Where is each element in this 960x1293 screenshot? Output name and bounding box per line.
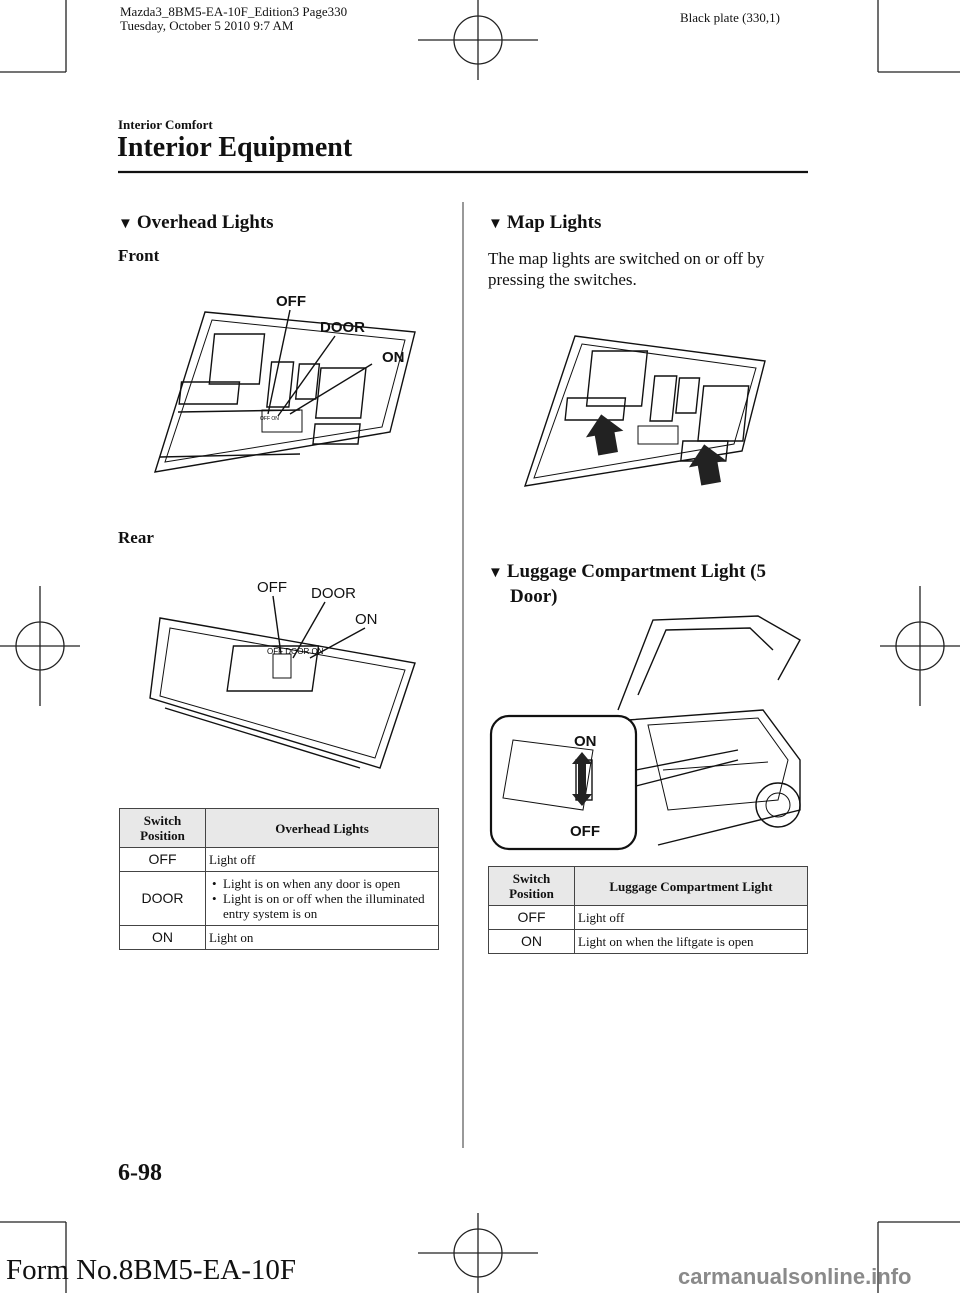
rear-callout-on: ON: [355, 611, 378, 628]
rear-overhead-light-illustration: OFF DOOR ON OFF DOOR ON: [149, 579, 416, 769]
front-overhead-light-illustration: OFF ON OFF DOOR ON: [153, 293, 416, 473]
print-header-date: Tuesday, October 5 2010 9:7 AM: [120, 18, 294, 33]
overhead-lights-heading: ▼Overhead Lights: [118, 212, 274, 233]
table-row: OFF Light off: [488, 905, 808, 930]
form-number: Form No.8BM5-EA-10F: [6, 1254, 297, 1286]
bullet-item: Light is on or off when the illuminated …: [212, 891, 435, 921]
luggage-callout-on: ON: [574, 733, 597, 750]
luggage-light-heading: ▼Luggage Compartment Light (5 Door): [488, 561, 766, 607]
svg-text:OFF ON: OFF ON: [260, 416, 279, 422]
map-lights-body: The map lights are switched on or off by…: [488, 249, 765, 289]
front-callout-off: OFF: [276, 293, 306, 310]
rear-label: Rear: [118, 528, 154, 547]
bullet-item: Light is on when any door is open: [212, 876, 435, 891]
luggage-light-illustration: ON OFF: [489, 615, 801, 851]
triangle-down-icon: ▼: [488, 216, 503, 232]
map-lights-illustration: [523, 335, 766, 487]
svg-text:OFF DOOR ON: OFF DOOR ON: [267, 647, 324, 656]
breadcrumb: Interior Comfort: [118, 117, 213, 132]
luggage-light-table: Switch Position Luggage Compartment Ligh…: [488, 866, 808, 954]
table-header-switch-position: Switch Position: [119, 808, 206, 848]
switch-position-on: ON: [119, 925, 206, 950]
table-row: DOOR Light is on when any door is open L…: [119, 871, 439, 926]
rear-callout-door: DOOR: [311, 585, 356, 602]
overhead-lights-table: Switch Position Overhead Lights OFF Ligh…: [119, 808, 439, 950]
front-callout-on: ON: [382, 349, 405, 366]
switch-position-off: OFF: [119, 847, 206, 872]
front-label: Front: [118, 246, 160, 265]
switch-position-door: DOOR: [119, 871, 206, 926]
table-header-overhead-lights: Overhead Lights: [205, 808, 439, 848]
table-row: ON Light on: [119, 925, 439, 950]
triangle-down-icon: ▼: [488, 565, 503, 581]
front-callout-door: DOOR: [320, 319, 365, 336]
rear-callout-off: OFF: [257, 579, 287, 596]
table-header-switch-position: Switch Position: [488, 866, 575, 906]
watermark: carmanualsonline.info: [678, 1264, 912, 1289]
table-header-luggage-light: Luggage Compartment Light: [574, 866, 808, 906]
switch-position-off: OFF: [488, 905, 575, 930]
triangle-down-icon: ▼: [118, 216, 133, 232]
description: Light is on when any door is open Light …: [205, 871, 439, 926]
page-title: Interior Equipment: [117, 132, 353, 163]
description: Light on when the liftgate is open: [574, 929, 808, 954]
switch-position-on: ON: [488, 929, 575, 954]
page-number: 6-98: [118, 1160, 162, 1186]
description: Light on: [205, 925, 439, 950]
print-header-file: Mazda3_8BM5-EA-10F_Edition3 Page330: [120, 4, 348, 19]
description: Light off: [205, 847, 439, 872]
print-header-plate: Black plate (330,1): [680, 10, 780, 25]
luggage-callout-off: OFF: [570, 823, 600, 840]
description: Light off: [574, 905, 808, 930]
table-row: OFF Light off: [119, 847, 439, 872]
map-lights-heading: ▼Map Lights: [488, 212, 602, 233]
table-row: ON Light on when the liftgate is open: [488, 929, 808, 954]
